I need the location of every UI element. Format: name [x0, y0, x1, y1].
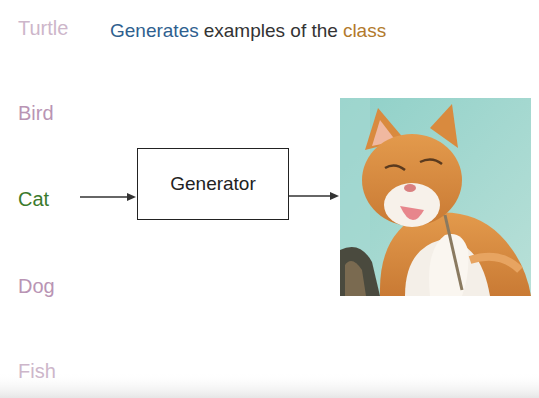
class-name: Bird: [18, 101, 54, 125]
arrow-head: [330, 192, 339, 200]
input-arrow: [80, 196, 128, 198]
title-word: class: [343, 20, 386, 43]
title-word: examples of the: [204, 20, 338, 43]
selected-class: Cat: [18, 187, 49, 211]
title-word: Generates: [110, 20, 199, 43]
process-box: Generator: [137, 148, 289, 220]
arrow-head: [127, 193, 136, 201]
class-name: Fish: [18, 359, 56, 383]
class-name: Turtle: [18, 16, 68, 40]
bottom-band: [0, 372, 539, 398]
cat-photo: [340, 98, 531, 296]
title-row: Generatesexamples of theclass: [110, 20, 391, 43]
class-name: Dog: [18, 274, 55, 298]
box-label: Generator: [170, 173, 256, 195]
output-arrow: [289, 195, 330, 197]
